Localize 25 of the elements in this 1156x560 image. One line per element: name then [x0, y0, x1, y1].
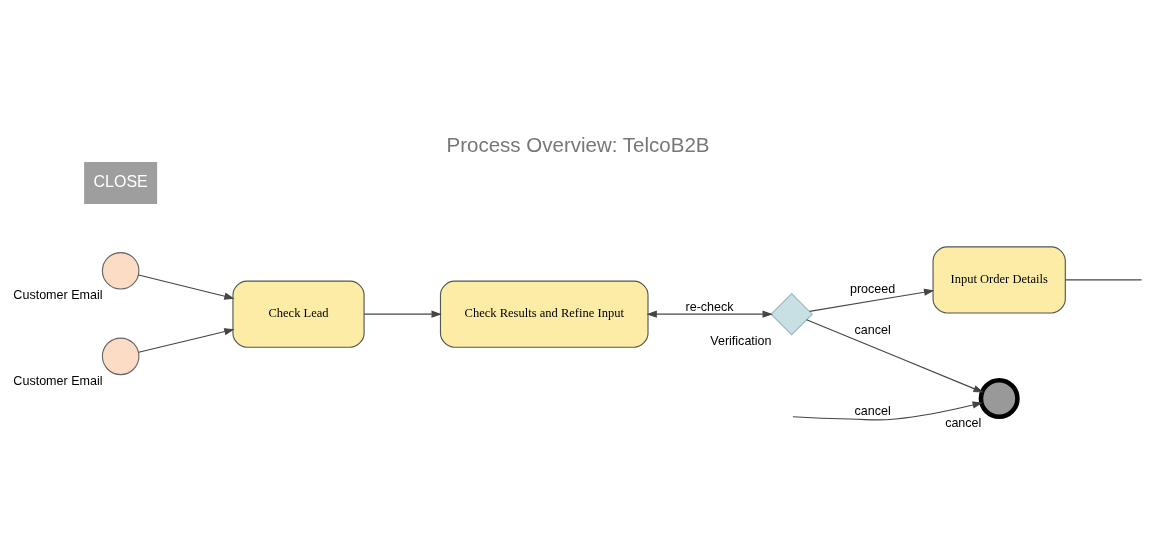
node-label: Customer Email: [13, 287, 103, 302]
arrow: [806, 318, 984, 393]
node-diamond: [770, 292, 813, 335]
arrow: [363, 310, 442, 318]
node-label: Verification: [710, 333, 772, 348]
diagram-title: Process Overview: TelcoB2B: [446, 132, 710, 156]
label: CLOSE: [93, 172, 148, 190]
node-label: cancel: [945, 415, 982, 430]
edge-label: cancel: [854, 322, 891, 337]
arrow: [792, 401, 983, 421]
node-label: Customer Email: [13, 373, 103, 388]
node-box: Check Results and Refine Input: [439, 280, 649, 348]
edge-label: re-check: [685, 298, 734, 313]
arrow: [646, 310, 773, 318]
node-box: Input Order Details: [932, 245, 1066, 314]
node-circle: [101, 251, 140, 290]
edge-label: proceed: [849, 281, 896, 296]
node-circle: [978, 377, 1020, 419]
arrow: [809, 288, 935, 312]
arrow: [138, 327, 235, 353]
connector: [1065, 278, 1143, 280]
edge-label: cancel: [854, 403, 891, 418]
node-box: Check Lead: [232, 280, 365, 348]
arrow: [138, 273, 235, 300]
node-circle: [101, 337, 140, 375]
